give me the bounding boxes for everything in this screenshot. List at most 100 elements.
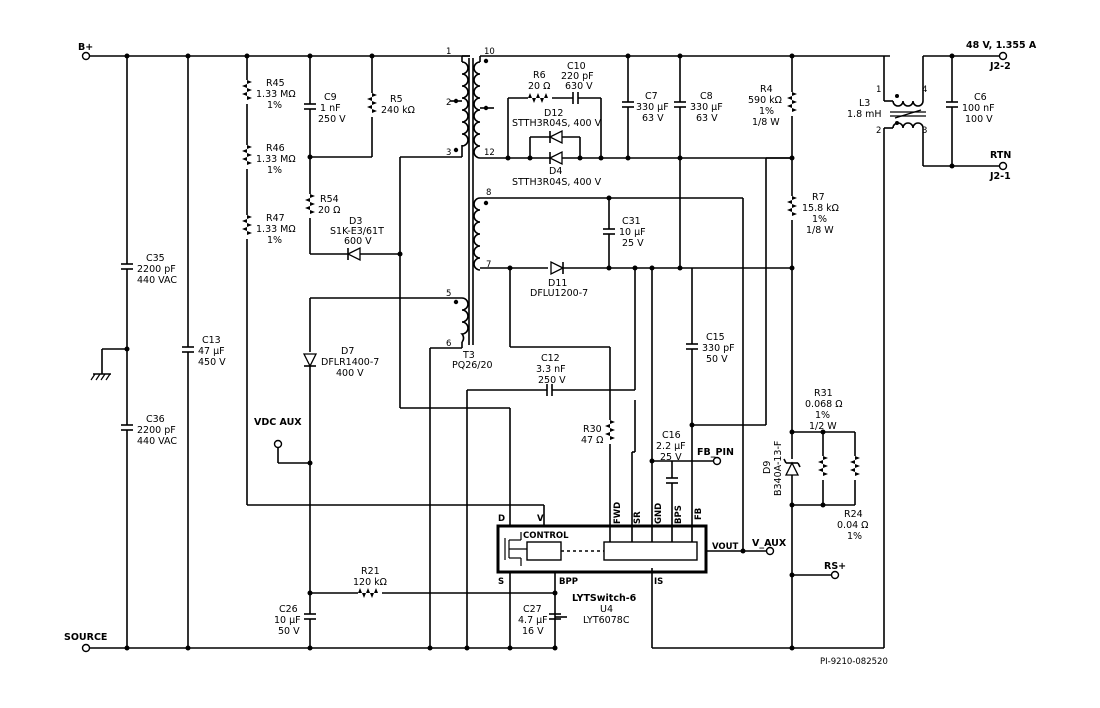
- pin-s-label: S: [498, 577, 504, 587]
- l3-ref: L3: [859, 98, 870, 109]
- c13-value: 47 µF: [198, 346, 225, 357]
- l3-value: 1.8 mH: [847, 109, 882, 120]
- control-label: CONTROL: [523, 531, 569, 541]
- r5-value: 240 kΩ: [381, 105, 415, 116]
- c12-value: 3.3 nF: [536, 364, 566, 375]
- r4-value: 590 kΩ: [748, 95, 782, 106]
- c8-ref: C8: [700, 91, 713, 102]
- pin-10-label: 10: [484, 47, 495, 57]
- rtn-label: RTN: [990, 150, 1011, 161]
- j2-2-terminal[interactable]: [998, 51, 1008, 61]
- pin-vout-label: VOUT: [712, 542, 739, 552]
- c16-value: 2.2 µF: [656, 441, 686, 452]
- t3-secondary-winding: [473, 58, 508, 159]
- r5-ref: R5: [390, 94, 403, 105]
- source-terminal[interactable]: [81, 643, 91, 653]
- r31-tol: 1%: [815, 410, 830, 421]
- r30-ref: R30: [583, 424, 602, 435]
- c31-value: 10 µF: [619, 227, 646, 238]
- r21-value: 120 kΩ: [353, 577, 387, 588]
- c16-rating: 25 V: [660, 452, 682, 463]
- clamp-network: [304, 53, 403, 262]
- r47-ref: R47: [266, 213, 285, 224]
- ic-name: LYTSwitch-6: [572, 593, 637, 604]
- r46-tol: 1%: [267, 165, 282, 176]
- pin-fwd-label: FWD: [613, 502, 623, 524]
- r7-power: 1/8 W: [806, 225, 834, 236]
- r4-ref: R4: [760, 84, 773, 95]
- pin-sr-label: SR: [633, 511, 643, 524]
- d11-ref: D11: [548, 278, 567, 289]
- c9-ref: C9: [324, 92, 337, 103]
- fb-pin-terminal[interactable]: [712, 456, 722, 466]
- j2-1-terminal[interactable]: [998, 161, 1008, 171]
- vdc-aux-terminal[interactable]: [273, 439, 283, 449]
- c27-branch: [507, 613, 561, 651]
- r7-tol: 1%: [812, 214, 827, 225]
- c12-branch: [464, 268, 636, 651]
- control-block: [526, 541, 562, 561]
- current-sense: [783, 268, 860, 651]
- l3-pin-2: 2: [876, 126, 881, 136]
- c36-rating: 440 VAC: [137, 436, 177, 447]
- r45-r47-string: [242, 53, 545, 526]
- d3-ref: D3: [349, 216, 362, 227]
- c9-value: 1 nF: [320, 103, 341, 114]
- r7-ref: R7: [812, 192, 825, 203]
- bias-winding: [473, 195, 795, 551]
- c12-rating: 250 V: [538, 375, 566, 386]
- d7-ref: D7: [341, 346, 354, 357]
- c9-rating: 250 V: [318, 114, 346, 125]
- v-aux-label: V_AUX: [752, 538, 787, 549]
- d12-part: STTH3R04S, 400 V: [512, 118, 602, 129]
- c8-rating: 63 V: [696, 113, 718, 124]
- secondary-pins-net: [631, 268, 717, 648]
- r46-ref: R46: [266, 143, 285, 154]
- c35-value: 2200 pF: [137, 264, 176, 275]
- c15-ref: C15: [706, 332, 725, 343]
- vdc-aux-label: VDC AUX: [254, 417, 302, 428]
- l3-pin-3: 3: [922, 126, 927, 136]
- c35-ref: C35: [146, 253, 165, 264]
- c7-rating: 63 V: [642, 113, 664, 124]
- pin-gnd-label: GND: [654, 503, 664, 524]
- ic-part: LYT6078C: [583, 615, 630, 626]
- pin-bpp-label: BPP: [559, 577, 578, 587]
- c7-value: 330 µF: [636, 102, 669, 113]
- v-aux-terminal[interactable]: [765, 546, 775, 556]
- c35-c36-branch: [90, 53, 133, 651]
- b-plus-terminal[interactable]: [81, 51, 91, 61]
- pin-3-label: 3: [446, 148, 451, 158]
- d9-ref: D9: [762, 461, 773, 474]
- t3-core: [468, 58, 474, 345]
- r4-tol: 1%: [759, 106, 774, 117]
- pin-fb-label: FB: [694, 508, 704, 520]
- output-rail: [479, 55, 890, 62]
- r7-value: 15.8 kΩ: [802, 203, 839, 214]
- rs-plus-label: RS+: [824, 561, 846, 572]
- d11-part: DFLU1200-7: [530, 288, 588, 299]
- c31-rating: 25 V: [622, 238, 644, 249]
- c35-rating: 440 VAC: [137, 275, 177, 286]
- r47-value: 1.33 MΩ: [256, 224, 296, 235]
- r45-value: 1.33 MΩ: [256, 89, 296, 100]
- b-plus-label: B+: [78, 42, 93, 53]
- t3-aux-winding: [309, 297, 469, 651]
- c10-value: 220 pF: [561, 71, 594, 82]
- drain-net: [399, 145, 511, 526]
- rs-plus-terminal[interactable]: [830, 570, 840, 580]
- d7-part: DFLR1400-7: [321, 357, 379, 368]
- ic-u4: [496, 524, 770, 648]
- pin-8-label: 8: [486, 188, 491, 198]
- ic-ref: U4: [600, 604, 613, 615]
- d12-ref: D12: [544, 108, 563, 119]
- r30-value: 47 Ω: [581, 435, 603, 446]
- l3-pin-4: 4: [922, 85, 927, 95]
- secondary-block: [603, 541, 698, 561]
- c13-branch: [182, 53, 194, 651]
- drawing-number: PI-9210-082520: [820, 657, 888, 667]
- c27-value: 4.7 µF: [518, 615, 548, 626]
- c36-ref: C36: [146, 414, 165, 425]
- pin-5-label: 5: [446, 289, 451, 299]
